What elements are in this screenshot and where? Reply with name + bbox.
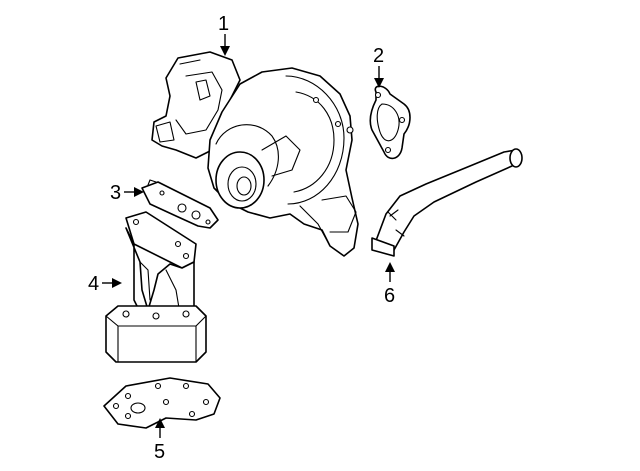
callout-5-arrow <box>155 418 165 428</box>
callout-6-arrow <box>385 262 395 272</box>
turbocharger-part[interactable] <box>151 51 359 257</box>
base-gasket-part[interactable] <box>103 377 221 429</box>
callout-2: 2 <box>373 45 384 88</box>
turbo-mount-part[interactable] <box>105 211 207 363</box>
callout-1-arrow <box>220 46 230 56</box>
callout-2-label: 2 <box>373 45 384 67</box>
callout-4-arrow <box>112 278 122 288</box>
callout-4-label: 4 <box>88 273 99 295</box>
callout-4: 4 <box>88 273 122 295</box>
callout-6-label: 6 <box>384 285 395 307</box>
flange-gasket-part[interactable] <box>369 85 411 160</box>
callout-3-arrow <box>134 187 144 197</box>
callout-2-arrow <box>374 78 384 88</box>
callout-5: 5 <box>154 418 165 463</box>
callout-6: 6 <box>384 262 395 307</box>
callout-3-label: 3 <box>110 182 121 204</box>
callout-5-label: 5 <box>154 441 165 463</box>
callout-1-label: 1 <box>218 13 229 35</box>
intake-pipe-part[interactable] <box>371 148 523 257</box>
callout-3: 3 <box>110 182 144 204</box>
callout-1: 1 <box>218 13 230 56</box>
turbo-gasket-part[interactable] <box>141 179 219 229</box>
